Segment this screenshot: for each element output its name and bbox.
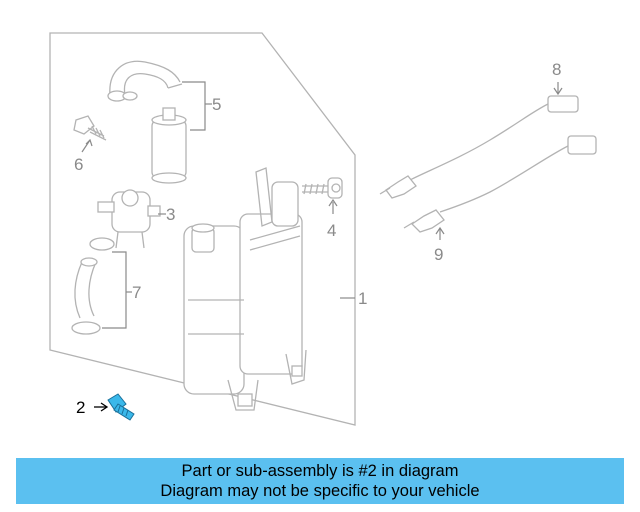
parts-diagram: 5 6 3 7 4: [49, 32, 597, 426]
callout-3: 3: [166, 205, 175, 224]
highlighted-bolt-2: [107, 393, 135, 421]
sensor-8: [379, 95, 579, 199]
banner-line-2: Diagram may not be specific to your vehi…: [160, 482, 480, 500]
assembly-outline: [49, 32, 356, 426]
bolt-4: [302, 177, 343, 199]
callout-4: 4: [327, 221, 336, 240]
callout-2: 2: [76, 398, 85, 417]
hose-7: [71, 237, 115, 335]
evap-canister: [183, 167, 307, 411]
vent-filter: [151, 107, 187, 184]
callout-9: 9: [434, 245, 443, 264]
vent-hose: [107, 60, 183, 102]
callout-7: 7: [132, 283, 141, 302]
sensor-9: [403, 135, 597, 233]
info-banner: Part or sub-assembly is #2 in diagram Di…: [16, 458, 624, 504]
callout-5: 5: [212, 95, 221, 114]
callout-6: 6: [74, 155, 83, 174]
callout-1: 1: [358, 289, 367, 308]
purge-valve: [97, 189, 161, 249]
banner-line-1: Part or sub-assembly is #2 in diagram: [181, 462, 459, 480]
callout-8: 8: [552, 60, 561, 79]
bolt-6: [73, 115, 107, 141]
